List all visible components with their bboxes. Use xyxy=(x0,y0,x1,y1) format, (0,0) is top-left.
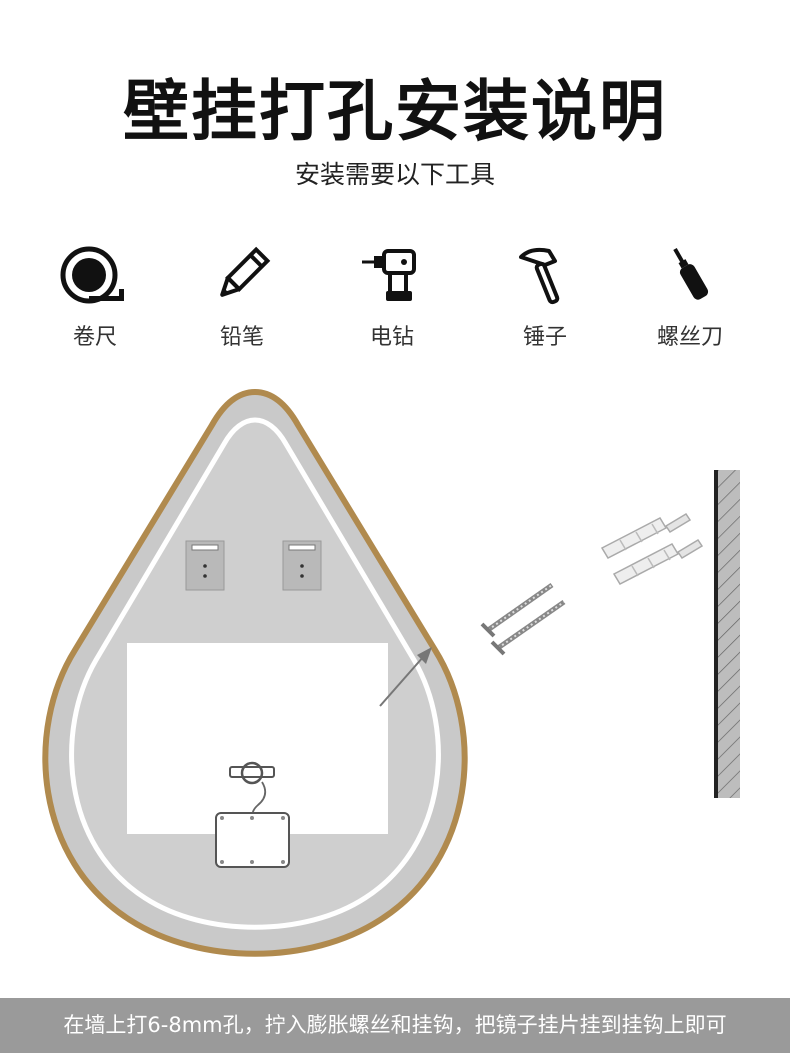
power-connector xyxy=(215,761,290,868)
drill-icon xyxy=(362,249,416,301)
wall xyxy=(714,470,740,798)
screw-upper xyxy=(480,582,554,638)
tool-label: 卷尺 xyxy=(72,325,117,350)
hammer-icon xyxy=(519,247,560,305)
tool-hammer: 锤子 xyxy=(485,245,605,351)
screwdriver-icon xyxy=(673,248,709,300)
instruction-footer: 在墙上打6-8mm孔，拧入膨胀螺丝和挂钩，把镜子挂片挂到挂钩上即可 xyxy=(0,998,790,1053)
back-panel xyxy=(127,643,388,834)
pencil-icon xyxy=(220,246,271,297)
installation-illustration xyxy=(42,388,740,957)
tool-label: 螺丝刀 xyxy=(656,325,723,350)
tape-measure-icon xyxy=(60,246,124,304)
wall-anchor-lower xyxy=(612,538,704,585)
tool-label: 铅笔 xyxy=(219,325,264,350)
page-title: 壁挂打孔安装说明 xyxy=(123,73,667,150)
screw-lower xyxy=(490,599,566,656)
hanger-plate-right xyxy=(282,540,322,591)
hanger-plate-left xyxy=(185,540,225,591)
wall-anchor-upper xyxy=(600,512,692,559)
pointer-arrow xyxy=(379,647,432,707)
tool-tape-measure: 卷尺 xyxy=(35,245,155,351)
tool-label: 锤子 xyxy=(522,325,567,350)
tool-drill: 电钻 xyxy=(332,245,452,351)
page-subtitle: 安装需要以下工具 xyxy=(294,160,495,189)
tools-row: 卷尺 铅笔 电钻 锤子 xyxy=(0,245,790,355)
tool-label: 电钻 xyxy=(369,325,414,350)
tool-pencil: 铅笔 xyxy=(182,245,302,351)
tool-screwdriver: 螺丝刀 xyxy=(630,245,750,351)
